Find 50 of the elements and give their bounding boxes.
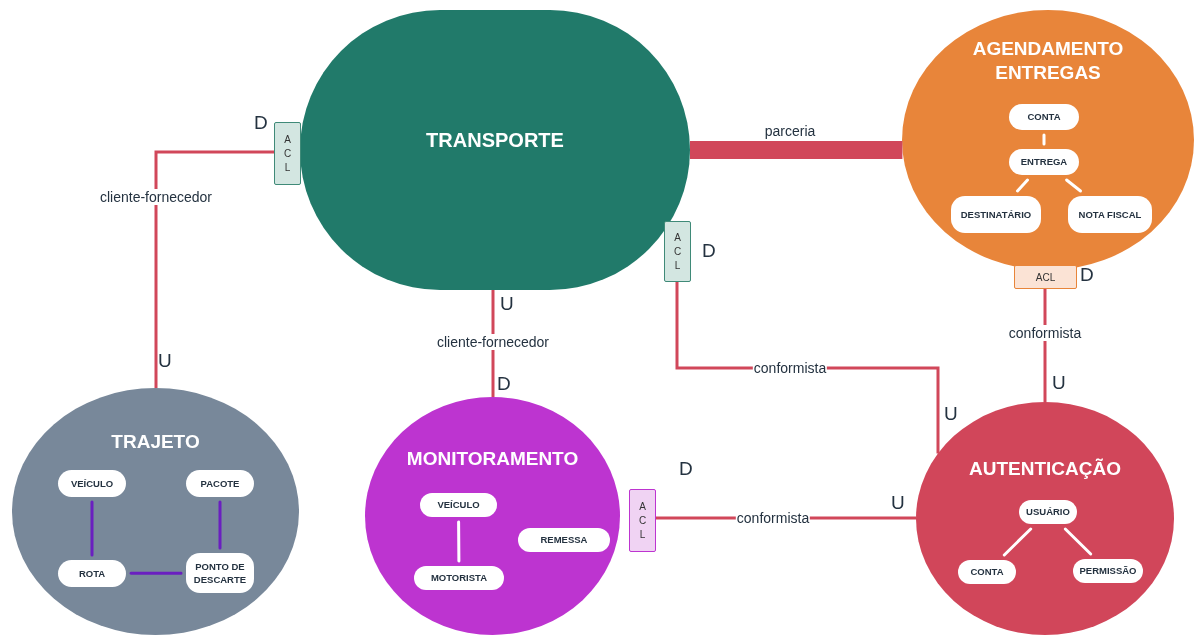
context-title: AGENDAMENTO ENTREGAS (971, 37, 1125, 85)
edge-label: cliente-fornecedor (435, 334, 551, 350)
entity-pill: USUÁRIO (1019, 500, 1077, 524)
context-title: MONITORAMENTO (405, 447, 580, 471)
edge-label: conformista (752, 360, 828, 376)
relationship-marker: U (1052, 372, 1066, 394)
connector-line (1016, 178, 1029, 193)
relationship-marker: U (158, 350, 172, 372)
entity-pill: REMESSA (518, 528, 610, 552)
acl-box: ACL (274, 122, 301, 185)
connector-line (218, 500, 222, 550)
connector-line (457, 520, 461, 563)
relationship-marker: U (500, 293, 514, 315)
entity-pill: PACOTE (186, 470, 254, 497)
edge-label: conformista (735, 510, 811, 526)
entity-pill: PERMISSÃO (1073, 559, 1143, 583)
entity-pill: PONTO DE DESCARTE (186, 553, 254, 593)
context-title: AUTENTICAÇÃO (968, 457, 1122, 481)
relationship-marker: D (1080, 264, 1094, 286)
entity-pill: ROTA (58, 560, 126, 587)
entity-pill: CONTA (1009, 104, 1079, 130)
relationship-marker: D (497, 373, 511, 395)
acl-box: ACL (1014, 265, 1077, 289)
relationship-marker: D (679, 458, 693, 480)
context-title: TRAJETO (110, 430, 201, 454)
connector-line (154, 150, 274, 388)
connector-line (1065, 178, 1082, 193)
edge-label: cliente-fornecedor (98, 189, 214, 205)
entity-pill: CONTA (958, 560, 1016, 584)
connector-line (1002, 527, 1033, 557)
entity-pill: VEÍCULO (420, 493, 497, 517)
connector-line (1043, 289, 1047, 402)
partnership-bar (690, 141, 903, 159)
relationship-marker: D (702, 240, 716, 262)
connector-line (1063, 527, 1093, 556)
edge-label: conformista (1007, 325, 1083, 341)
acl-box: ACL (629, 489, 656, 552)
entity-pill: ENTREGA (1009, 149, 1079, 175)
connector-line (90, 500, 94, 557)
edge-label: parceria (763, 123, 817, 139)
relationship-marker: U (944, 403, 958, 425)
relationship-marker: D (254, 112, 268, 134)
entity-pill: MOTORISTA (414, 566, 504, 590)
entity-pill: VEÍCULO (58, 470, 126, 497)
entity-pill: DESTINATÁRIO (951, 196, 1041, 233)
relationship-marker: U (891, 492, 905, 514)
connector-line (1042, 133, 1046, 146)
connector-line (129, 571, 183, 575)
context-title: TRANSPORTE (425, 128, 565, 153)
entity-pill: NOTA FISCAL (1068, 196, 1152, 233)
